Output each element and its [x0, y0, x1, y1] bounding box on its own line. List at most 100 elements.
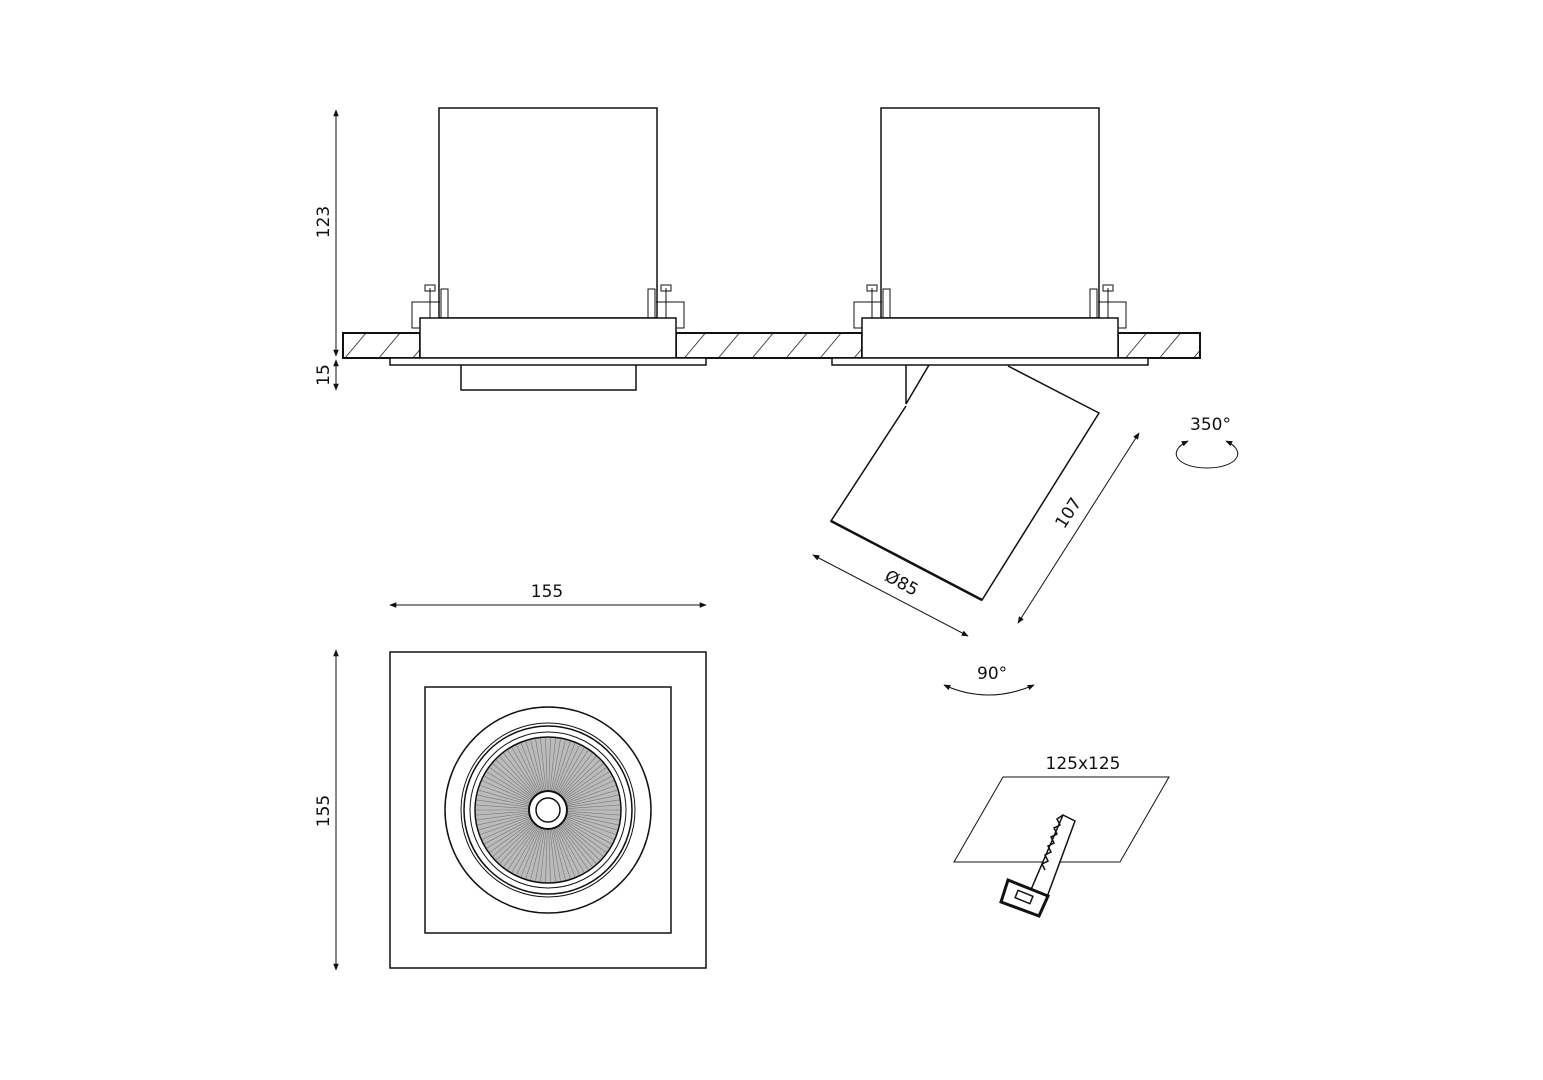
- reflector-facet: [567, 811, 620, 816]
- reflector-facet: [566, 785, 616, 804]
- reflector-facet: [484, 819, 531, 845]
- reflector-facet: [535, 829, 545, 881]
- dim-length: 107: [1052, 494, 1086, 532]
- reflector-facet: [540, 829, 547, 882]
- reflector-facet: [545, 738, 548, 791]
- reflector-facet: [565, 775, 612, 801]
- reflector-facet: [553, 741, 571, 792]
- reflector-facet: [482, 817, 530, 840]
- reflector-facet: [540, 738, 547, 791]
- reflector-facet: [567, 815, 618, 831]
- reflector-facet: [565, 819, 612, 845]
- reflector-facet: [525, 828, 543, 879]
- reflector-facet: [548, 829, 551, 882]
- reflector-facet: [552, 829, 566, 880]
- reflector-facet: [530, 740, 544, 791]
- dim-width: 155: [531, 582, 563, 602]
- reflector-facet: [567, 804, 620, 809]
- reflector-facet: [549, 738, 556, 791]
- dim-housing-height: 123: [314, 206, 334, 238]
- reflector-facet: [489, 821, 532, 853]
- reflector-facet: [556, 745, 580, 793]
- reflector-facet: [566, 817, 614, 840]
- ceiling-section: [342, 332, 1201, 359]
- reflector-facet: [499, 756, 535, 796]
- reflector-facet: [486, 820, 532, 849]
- reflector-facet: [511, 747, 539, 793]
- reflector-facet: [503, 753, 536, 795]
- reflector-facet: [492, 763, 533, 798]
- reflector-facet: [525, 741, 543, 792]
- reflector-facet: [507, 750, 538, 794]
- rotation-350-icon: [1175, 440, 1239, 469]
- reflector-facet: [507, 826, 538, 870]
- tilt-90-icon: [943, 684, 1035, 696]
- reflector-facet: [561, 756, 597, 796]
- reflector-facet: [495, 759, 534, 797]
- reflector-facet: [564, 820, 610, 849]
- reflector-facet: [563, 763, 604, 798]
- reflector-facet: [557, 747, 585, 793]
- reflector-facet: [563, 822, 604, 857]
- dim-diameter: Ø85: [881, 567, 921, 601]
- fixture-front-view: [389, 651, 707, 969]
- reflector-facet: [511, 827, 539, 873]
- reflector-facet: [476, 812, 529, 821]
- reflector-facet: [548, 738, 551, 791]
- saw-icon: [999, 813, 1076, 918]
- reflector-facet: [567, 813, 619, 826]
- spring-clip-left: [411, 284, 685, 329]
- reflector-facet: [564, 821, 607, 853]
- tilted-spotlight-body: [829, 365, 1101, 601]
- reflector-facet: [556, 827, 580, 875]
- reflector-facet: [562, 823, 601, 861]
- reflector-facet: [567, 812, 620, 821]
- reflector-facet: [555, 828, 576, 877]
- reflector-facet: [520, 828, 541, 877]
- reflector-facet: [555, 743, 576, 792]
- reflector-facet: [499, 824, 535, 864]
- reflector-facet: [553, 828, 571, 879]
- reflector-facet: [478, 789, 529, 805]
- reflector-facet: [476, 804, 529, 809]
- reflector-facet: [564, 771, 610, 800]
- reflector-facet: [484, 775, 531, 801]
- reflector-facet: [480, 816, 530, 835]
- reflector-facet: [564, 767, 607, 799]
- reflector-facet: [558, 750, 589, 794]
- tilt-label: 90°: [977, 664, 1007, 684]
- reflector-facet: [492, 822, 533, 857]
- dim-height: 155: [314, 795, 334, 827]
- reflector-facet: [476, 799, 529, 808]
- reflector-facet: [551, 739, 561, 791]
- reflector-facet: [535, 739, 545, 791]
- reflector-facet: [551, 829, 561, 881]
- reflector-facet: [477, 813, 529, 826]
- reflector-facet: [477, 794, 529, 807]
- reflector-facet: [489, 767, 532, 799]
- reflector-facet: [567, 799, 620, 808]
- reflector-facet: [516, 827, 540, 875]
- reflector-facets: [476, 738, 620, 882]
- reflector-facet: [480, 785, 530, 804]
- reflector-facet: [560, 753, 593, 795]
- reflector-facet: [560, 825, 593, 867]
- reflector-facet: [482, 780, 530, 803]
- reflector-facet: [530, 829, 544, 880]
- reflector-facet: [562, 759, 601, 797]
- reflector-facet: [566, 780, 614, 803]
- reflector-facet: [516, 745, 540, 793]
- reflector-facet: [557, 827, 585, 873]
- fixture-side-view-retracted: [389, 107, 707, 391]
- reflector-facet: [520, 743, 541, 792]
- reflector-facet: [549, 829, 556, 882]
- reflector-facet: [561, 824, 597, 864]
- reflector-facet: [567, 794, 619, 807]
- dimension-lines: [333, 109, 1140, 971]
- reflector-facet: [567, 789, 618, 805]
- reflector-facet: [552, 740, 566, 791]
- fixture-side-view-tilted: [829, 107, 1149, 602]
- reflector-facet: [476, 811, 529, 816]
- cutout-outline: [953, 776, 1170, 863]
